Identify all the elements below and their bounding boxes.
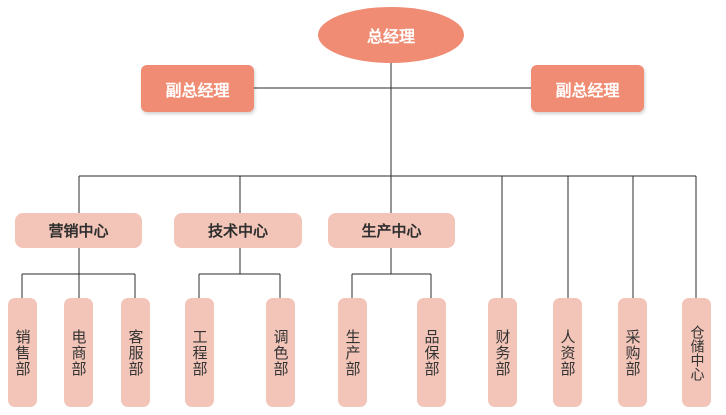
node-production-center: 生产中心 xyxy=(328,213,455,248)
node-warehouse-center-label: 仓储中心 xyxy=(688,324,705,381)
node-tech-center-label: 技术中心 xyxy=(207,222,268,240)
node-quality-dept: 品保部 xyxy=(417,298,446,407)
node-ceo: 总经理 xyxy=(318,7,464,63)
node-sales-dept-label: 销售部 xyxy=(13,328,32,377)
node-production-dept: 生产部 xyxy=(338,298,367,407)
node-finance-dept: 财务部 xyxy=(488,298,517,407)
node-marketing-center-label: 营销中心 xyxy=(48,222,109,240)
node-engineering-dept: 工程部 xyxy=(185,298,214,407)
node-purchasing-dept-label: 采购部 xyxy=(623,328,642,377)
node-customer-service-dept: 客服部 xyxy=(121,298,150,407)
node-tech-center: 技术中心 xyxy=(174,213,302,248)
node-marketing-center: 营销中心 xyxy=(15,213,142,248)
node-color-dept: 调色部 xyxy=(266,298,295,407)
node-quality-dept-label: 品保部 xyxy=(422,328,441,377)
node-warehouse-center: 仓储中心 xyxy=(682,298,711,407)
node-hr-dept: 人资部 xyxy=(553,298,582,407)
node-purchasing-dept: 采购部 xyxy=(618,298,647,407)
node-hr-dept-label: 人资部 xyxy=(558,328,577,377)
node-color-dept-label: 调色部 xyxy=(271,328,290,377)
node-engineering-dept-label: 工程部 xyxy=(190,328,209,377)
node-finance-dept-label: 财务部 xyxy=(493,328,512,377)
node-vice-manager-right: 副总经理 xyxy=(531,65,644,112)
node-production-center-label: 生产中心 xyxy=(361,222,422,240)
node-sales-dept: 销售部 xyxy=(8,298,37,407)
node-production-dept-label: 生产部 xyxy=(343,328,362,377)
node-ecommerce-dept: 电商部 xyxy=(64,298,93,407)
node-vice-manager-left: 副总经理 xyxy=(141,65,254,112)
node-customer-service-dept-label: 客服部 xyxy=(126,328,145,377)
node-ecommerce-dept-label: 电商部 xyxy=(69,328,88,377)
node-vice-manager-left-label: 副总经理 xyxy=(165,80,230,100)
node-ceo-label: 总经理 xyxy=(366,27,415,46)
node-vice-manager-right-label: 副总经理 xyxy=(555,80,620,100)
